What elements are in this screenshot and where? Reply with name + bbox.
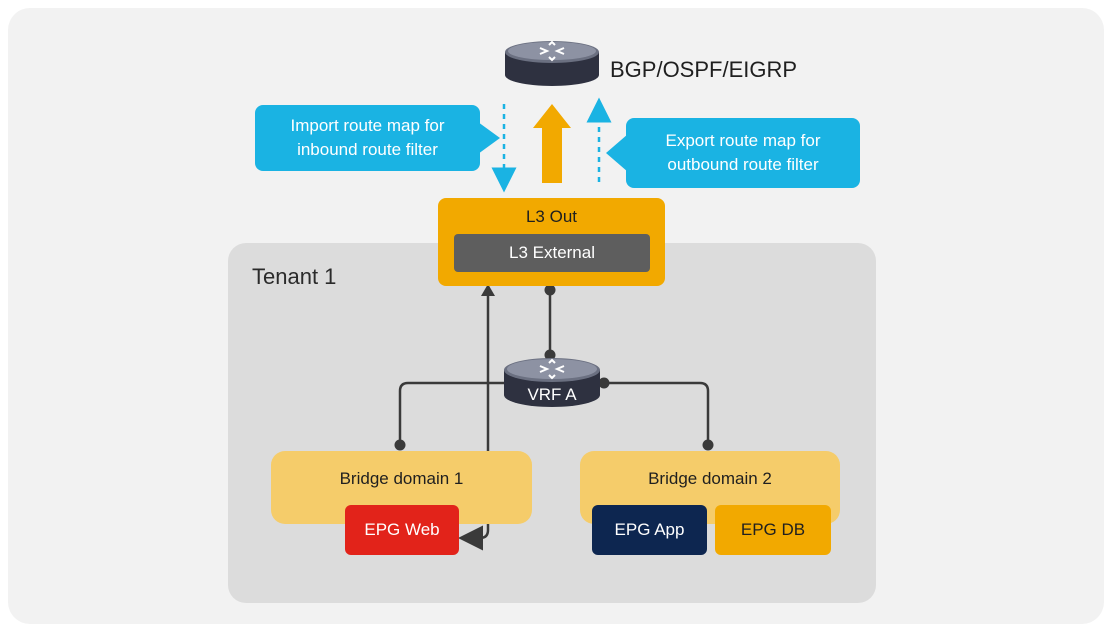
export-callout-line1: Export route map for [665, 131, 821, 150]
epg-db: EPG DB [715, 505, 831, 555]
outbound-arrow [533, 104, 571, 183]
export-route-map-callout: Export route map for outbound route filt… [626, 118, 860, 188]
l3out-box: L3 Out L3 External [438, 198, 665, 286]
l3out-title: L3 Out [525, 207, 578, 226]
import-callout-line1: Import route map for [290, 116, 445, 135]
external-router-icon [505, 40, 599, 86]
epg-app: EPG App [592, 505, 707, 555]
connector-dot [702, 439, 714, 451]
connector-dot [598, 377, 610, 389]
import-route-map-callout: Import route map for inbound route filte… [255, 105, 480, 171]
export-callout-line2: outbound route filter [667, 155, 819, 174]
bridge-domain-label: Bridge domain 2 [648, 469, 772, 488]
vrf-router-icon [504, 358, 600, 407]
tenant-label: Tenant 1 [252, 264, 337, 289]
export-callout-pointer [606, 134, 628, 172]
l3-external-box: L3 External [454, 234, 650, 272]
vrf-label: VRF A [527, 385, 577, 404]
external-router-label: BGP/OSPF/EIGRP [610, 57, 798, 82]
import-callout-pointer [478, 122, 500, 154]
connector-dot [544, 284, 556, 296]
import-callout-line2: inbound route filter [297, 140, 438, 159]
bridge-domain-label: Bridge domain 1 [339, 469, 464, 488]
connector-dot [394, 439, 406, 451]
epg-web: EPG Web [345, 505, 459, 555]
vrf-bd1-link [398, 381, 511, 445]
vrf-bd2-link [604, 381, 710, 445]
connector-dot [544, 349, 556, 361]
l3out-arrowhead [481, 284, 495, 296]
epg-web-l3out-path [458, 290, 490, 551]
